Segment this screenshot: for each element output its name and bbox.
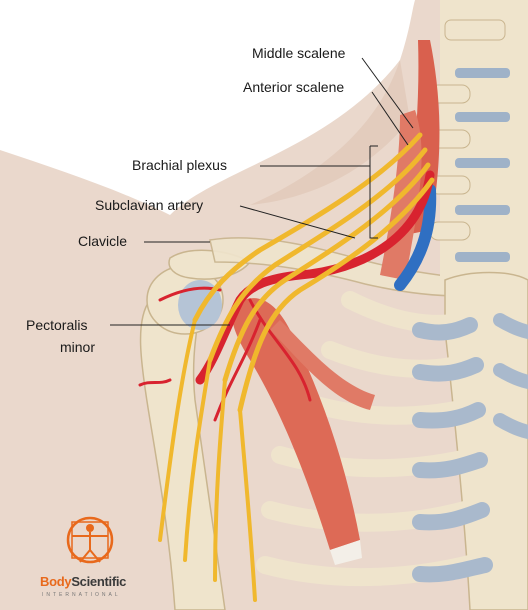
logo-word-scientific: Scientific: [71, 574, 126, 589]
label-anterior-scalene: Anterior scalene: [243, 79, 344, 95]
label-clavicle: Clavicle: [78, 233, 127, 249]
label-subclavian-artery: Subclavian artery: [95, 197, 203, 213]
label-middle-scalene: Middle scalene: [252, 45, 345, 61]
logo-subtitle: INTERNATIONAL: [42, 592, 121, 598]
label-pectoralis-minor-line2: minor: [60, 339, 95, 355]
logo-wordmark: BodyScientific: [40, 574, 126, 589]
label-pectoralis-minor-line1: Pectoralis: [26, 317, 87, 333]
bodyscientific-logo: BodyScientific INTERNATIONAL: [40, 512, 180, 608]
label-brachial-plexus: Brachial plexus: [132, 157, 227, 173]
cervical-spine: [430, 0, 528, 280]
logo-word-body: Body: [40, 574, 71, 589]
